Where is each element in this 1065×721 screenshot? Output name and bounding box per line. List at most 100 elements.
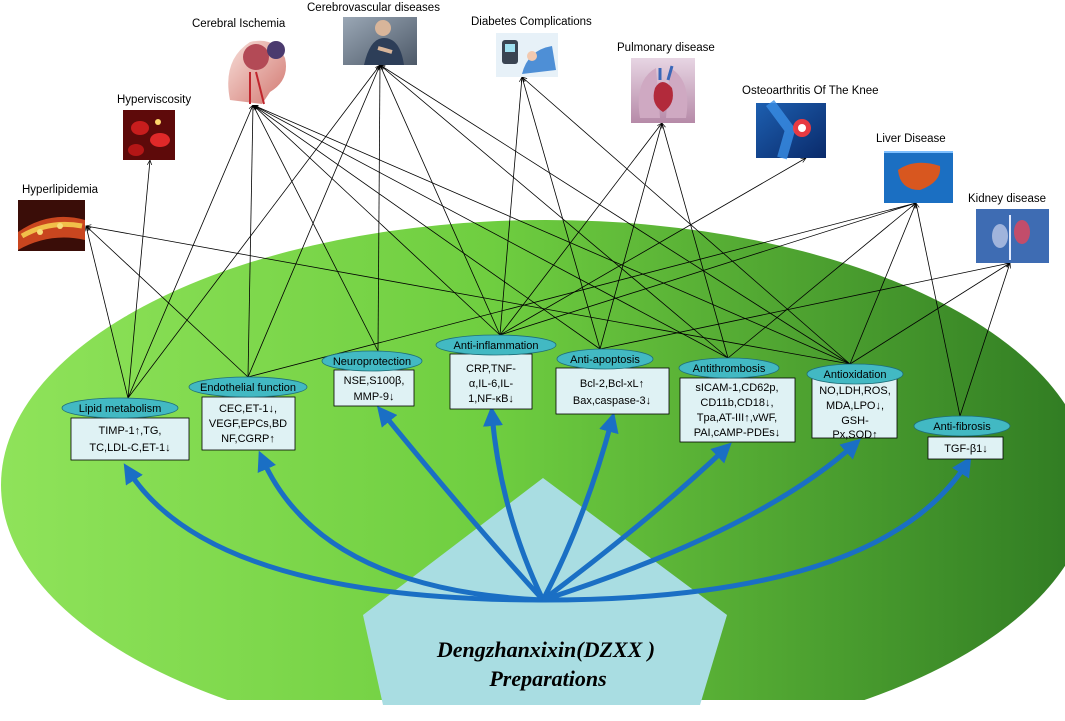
box-text-neuro-1: MMP-9↓: [354, 391, 395, 403]
link-lipid-to-hyperviscosity: [127, 160, 150, 399]
link-antiox-to-kidney: [849, 263, 1010, 365]
link-antiox-to-liver: [849, 203, 916, 365]
box-text-antiox-2: GSH-: [841, 415, 869, 427]
link-inflam-to-diabetes: [499, 77, 522, 336]
box-neuro: [333, 369, 415, 407]
box-endothelial: [201, 396, 296, 451]
box-text-neuro-0: NSE,S100β,: [344, 375, 405, 387]
preparation-arrows: [123, 405, 972, 603]
blue-arrow-apoptosis: [540, 412, 619, 602]
label-hyperviscosity: Hyperviscosity: [117, 94, 191, 106]
pill-apoptosis: [556, 348, 654, 370]
box-antiox: [811, 375, 898, 439]
box-inflam: [449, 353, 533, 410]
box-text-endothelial-2: NF,CGRP↑: [221, 433, 275, 445]
link-lipid-to-hyperlipidemia: [86, 226, 129, 399]
label-kidney: Kidney disease: [968, 193, 1046, 205]
link-thrombosis-to-liver: [727, 203, 916, 359]
box-text-thrombosis-3: PAI,cAMP-PDEs↓: [694, 427, 781, 439]
box-text-apoptosis-1: Bax,caspase-3↓: [573, 395, 651, 407]
knee-joint-image: [756, 100, 826, 160]
blue-arrow-fibrosis: [542, 456, 972, 603]
box-text-thrombosis-2: Tpa,AT-III↑,vWF,: [697, 412, 777, 424]
link-endothelial-to-cerebrovascular: [247, 65, 380, 378]
link-thrombosis-to-cerebrovascular: [380, 65, 729, 359]
disease-images: [18, 17, 1049, 263]
bottom-cutout-shape: [0, 700, 1065, 721]
link-thrombosis-to-pulmonary: [662, 123, 729, 359]
link-inflam-to-ischemia: [253, 105, 501, 336]
link-endothelial-to-liver: [247, 203, 916, 378]
link-endothelial-to-hyperlipidemia: [86, 226, 249, 378]
box-text-thrombosis-0: sICAM-1,CD62p,: [695, 382, 778, 394]
mech-label-apoptosis: Anti-apoptosis: [570, 354, 640, 366]
kidney-torso-image: [976, 209, 1049, 263]
pill-fibrosis: [913, 415, 1011, 437]
link-apoptosis-to-pulmonary: [599, 123, 662, 350]
box-text-endothelial-0: CEC,ET-1↓,: [219, 403, 277, 415]
pill-antiox: [806, 363, 904, 385]
link-inflam-to-osteo: [499, 158, 806, 336]
mech-label-lipid: Lipid metabolism: [79, 403, 162, 415]
blue-arrow-neuro: [376, 405, 545, 602]
box-thrombosis: [679, 377, 796, 443]
preparation-title-line1: Dengzhanxixin(DZXX ): [436, 637, 655, 662]
pill-neuro: [321, 350, 423, 372]
mechanism-disease-links: [86, 65, 1010, 417]
disease-labels: Hyperlipidemia Hyperviscosity Cerebral I…: [22, 2, 1046, 205]
blood-cells-image: [123, 110, 175, 160]
blue-arrow-endothelial: [257, 450, 544, 603]
box-text-inflam-1: α,IL-6,IL-: [469, 378, 514, 390]
box-text-lipid-1: TC,LDL-C,ET-1↓: [89, 442, 170, 454]
box-lipid: [70, 417, 190, 461]
blue-arrow-inflam: [483, 406, 546, 602]
label-hyperlipidemia: Hyperlipidemia: [22, 184, 99, 196]
link-antiox-to-ischemia: [253, 105, 851, 365]
link-lipid-to-ischemia: [127, 105, 253, 399]
link-apoptosis-to-diabetes: [522, 77, 601, 350]
brain-head-image: [218, 33, 293, 105]
box-text-lipid-0: TIMP-1↑,TG,: [99, 425, 162, 437]
link-lipid-to-cerebrovascular: [127, 65, 380, 399]
link-inflam-to-pulmonary: [499, 123, 662, 336]
box-text-antiox-3: Px,SOD↑: [832, 429, 877, 441]
link-fibrosis-to-liver: [916, 203, 961, 417]
mechanism-nodes: Lipid metabolism TIMP-1↑,TG, TC,LDL-C,ET…: [61, 334, 1011, 461]
mech-label-antiox: Antioxidation: [824, 369, 887, 381]
mech-label-inflam: Anti-inflammation: [454, 340, 539, 352]
label-cerebral-ischemia: Cerebral Ischemia: [192, 18, 286, 30]
label-diabetes: Diabetes Complications: [471, 16, 592, 28]
label-osteoarthritis: Osteoarthritis Of The Knee: [742, 85, 879, 97]
box-text-antiox-0: NO,LDH,ROS,: [819, 385, 891, 397]
label-pulmonary: Pulmonary disease: [617, 42, 715, 54]
pill-inflam: [435, 334, 557, 356]
link-antiox-to-cerebrovascular: [380, 65, 851, 365]
pill-lipid: [61, 397, 179, 419]
lungs-heart-image: [631, 58, 695, 123]
box-text-inflam-0: CRP,TNF-: [466, 363, 516, 375]
box-text-thrombosis-1: CD11b,CD18↓,: [700, 397, 773, 409]
mech-label-thrombosis: Antithrombosis: [693, 363, 766, 375]
box-text-apoptosis-0: Bcl-2,Bcl-xL↑: [580, 378, 644, 390]
mech-label-endothelial: Endothelial function: [200, 382, 296, 394]
link-neuro-to-cerebrovascular: [378, 65, 380, 352]
glucose-meter-image: [496, 33, 558, 77]
label-cerebrovascular: Cerebrovascular diseases: [307, 2, 440, 14]
box-fibrosis: [927, 436, 1004, 460]
preparation-title-line2: Preparations: [488, 666, 606, 691]
label-liver: Liver Disease: [876, 133, 946, 145]
link-fibrosis-to-kidney: [959, 263, 1010, 417]
pill-endothelial: [188, 376, 308, 398]
box-apoptosis: [555, 367, 670, 415]
box-text-inflam-2: 1,NF-κB↓: [468, 393, 514, 405]
link-neuro-to-ischemia: [253, 105, 379, 352]
box-text-antiox-1: MDA,LPO↓,: [826, 400, 884, 412]
liver-torso-image: [884, 151, 953, 203]
mech-label-fibrosis: Anti-fibrosis: [933, 421, 991, 433]
blue-arrow-lipid: [123, 463, 544, 603]
green-field: [1, 220, 1065, 721]
chest-pain-man-image: [343, 17, 417, 65]
link-antiox-to-hyperlipidemia: [86, 226, 851, 365]
blue-arrow-antiox: [542, 438, 861, 603]
